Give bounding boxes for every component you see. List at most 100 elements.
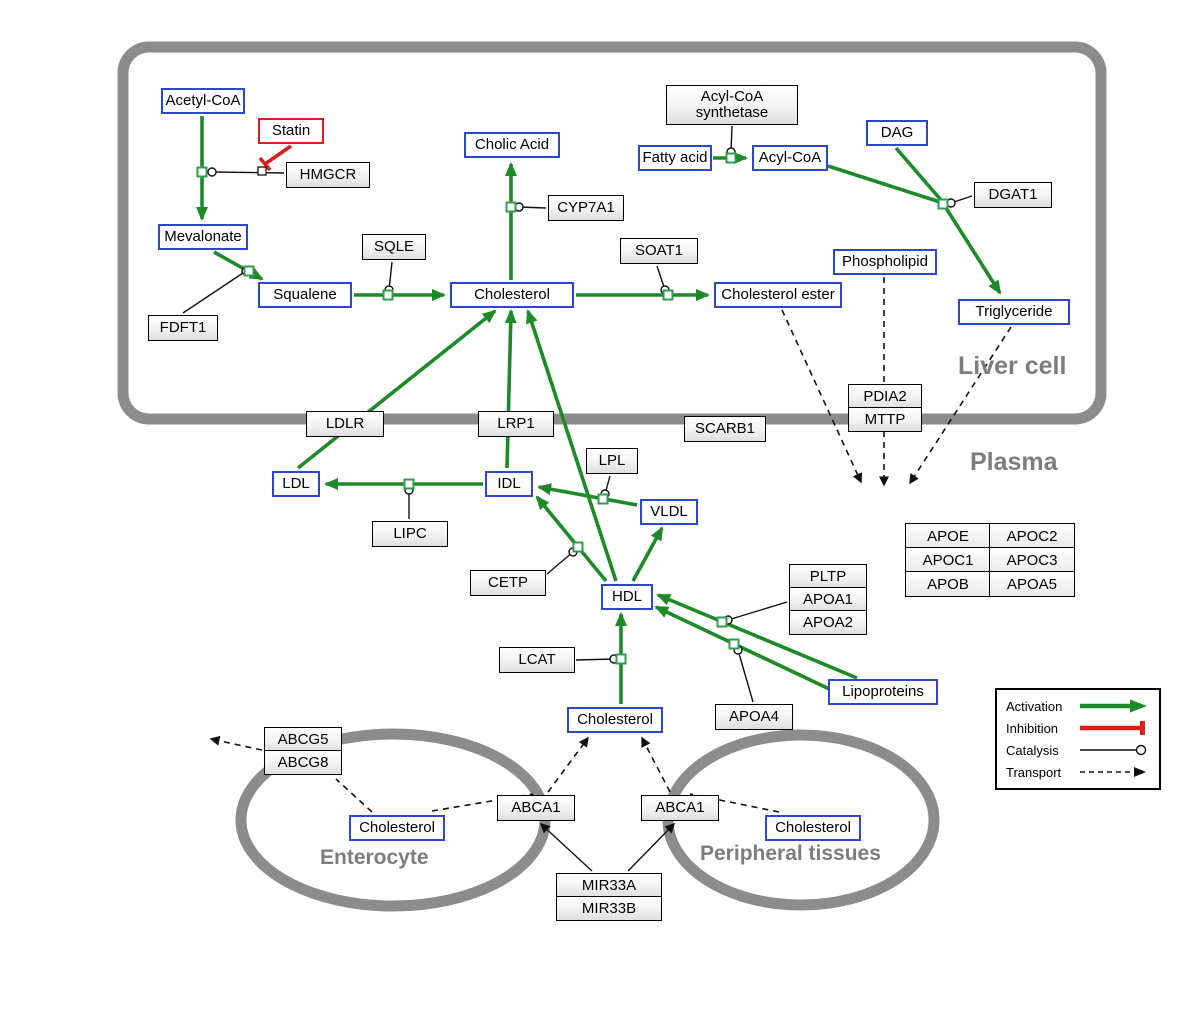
node-mir33b[interactable]: MIR33B bbox=[556, 896, 662, 921]
edge-hdl-cholesterol bbox=[526, 309, 618, 582]
node-acyl-coa[interactable]: Acyl-CoA bbox=[752, 145, 828, 171]
node-cholesterol-plasma[interactable]: Cholesterol bbox=[567, 707, 663, 733]
edge-dag-dgat1node bbox=[894, 146, 943, 202]
node-vldl[interactable]: VLDL bbox=[640, 499, 698, 525]
node-fdft1[interactable]: FDFT1 bbox=[148, 315, 218, 341]
node-lipoproteins[interactable]: Lipoproteins bbox=[828, 679, 938, 705]
apo-table-cell-apoe[interactable]: APOE bbox=[905, 523, 991, 549]
enterocyte-label: Enterocyte bbox=[320, 846, 429, 869]
node-soat1[interactable]: SOAT1 bbox=[620, 238, 698, 264]
transport-edges bbox=[209, 277, 1012, 813]
node-phospholipid[interactable]: Phospholipid bbox=[833, 249, 937, 275]
node-idl[interactable]: IDL bbox=[485, 471, 533, 497]
node-dgat1[interactable]: DGAT1 bbox=[974, 182, 1052, 208]
node-lrp1[interactable]: LRP1 bbox=[478, 411, 554, 437]
activation-symbol bbox=[1080, 699, 1147, 713]
transport-symbol bbox=[1080, 767, 1146, 777]
apo-table-cell-apoa5[interactable]: APOA5 bbox=[989, 571, 1075, 597]
node-apoa1[interactable]: APOA1 bbox=[789, 587, 867, 612]
transport-cholesterol-to-abcg5g8 bbox=[335, 778, 373, 813]
reaction-nodes bbox=[196, 152, 949, 665]
reaction-node-pltp bbox=[716, 616, 728, 628]
apo-table-cell-apoc2[interactable]: APOC2 bbox=[989, 523, 1075, 549]
plasma-label: Plasma bbox=[970, 448, 1058, 476]
node-statin[interactable]: Statin bbox=[258, 118, 324, 144]
catalysis-lpl bbox=[600, 475, 611, 499]
inhibition-symbol bbox=[1080, 721, 1145, 735]
node-ldlr[interactable]: LDLR bbox=[306, 411, 384, 437]
edge-vldl-idl-via-lpl bbox=[537, 483, 638, 507]
transport-abca1-left-to-plasma-cholesterol bbox=[547, 736, 589, 793]
node-triglyceride[interactable]: Triglyceride bbox=[958, 299, 1070, 325]
node-mevalonate[interactable]: Mevalonate bbox=[158, 224, 248, 250]
catalysis-dgat1 bbox=[946, 195, 973, 208]
peripheral-tissues-label: Peripheral tissues bbox=[700, 842, 881, 865]
edge-statin-inhibits-hmgcr bbox=[264, 144, 292, 166]
reaction-node-lcat bbox=[615, 653, 627, 665]
catalysis-cetp bbox=[546, 547, 578, 575]
node-lcat[interactable]: LCAT bbox=[499, 647, 575, 673]
node-abcg5[interactable]: ABCG5 bbox=[264, 727, 342, 752]
node-mttp[interactable]: MTTP bbox=[848, 407, 922, 432]
edge-mir33-abca1-right bbox=[627, 822, 676, 872]
node-pltp[interactable]: PLTP bbox=[789, 564, 867, 589]
node-mir33a[interactable]: MIR33A bbox=[556, 873, 662, 898]
transport-abcg5g8-export bbox=[209, 735, 263, 751]
node-lipc[interactable]: LIPC bbox=[372, 521, 448, 547]
node-scarb1[interactable]: SCARB1 bbox=[684, 416, 766, 442]
reaction-node-fdft1 bbox=[243, 265, 255, 277]
edge-hdl-idl-via-cetp bbox=[535, 495, 608, 583]
node-cholesterol-peripheral[interactable]: Cholesterol bbox=[765, 815, 861, 841]
edge-hdl-vldl bbox=[631, 526, 664, 582]
legend-row-inhibition: Inhibition bbox=[1006, 720, 1150, 736]
catalysis-apoa4 bbox=[733, 645, 754, 703]
node-cholesterol-ester[interactable]: Cholesterol ester bbox=[714, 282, 842, 308]
catalysis-acylcoa-synthetase bbox=[726, 125, 736, 157]
node-cholesterol-liver[interactable]: Cholesterol bbox=[450, 282, 574, 308]
node-hmgcr[interactable]: HMGCR bbox=[286, 162, 370, 188]
node-abcg8[interactable]: ABCG8 bbox=[264, 750, 342, 775]
node-squalene[interactable]: Squalene bbox=[258, 282, 352, 308]
transport-triglyceride-plasma bbox=[909, 326, 1012, 485]
edge-lipoproteins-hdl-lower bbox=[654, 605, 843, 697]
node-pdia2[interactable]: PDIA2 bbox=[848, 384, 922, 409]
catalysis-cyp7a1 bbox=[514, 202, 547, 212]
node-dag[interactable]: DAG bbox=[866, 120, 928, 146]
membranes bbox=[117, 41, 1107, 912]
catalysis-lcat bbox=[575, 654, 619, 664]
node-fatty-acid[interactable]: Fatty acid bbox=[638, 145, 712, 171]
node-sqle[interactable]: SQLE bbox=[362, 234, 426, 260]
node-acyl-coa-synthetase[interactable]: Acyl-CoA synthetase bbox=[666, 85, 798, 125]
node-cyp7a1[interactable]: CYP7A1 bbox=[548, 195, 624, 221]
node-apoa2[interactable]: APOA2 bbox=[789, 610, 867, 635]
node-cholesterol-enterocyte[interactable]: Cholesterol bbox=[349, 815, 445, 841]
node-cholic-acid[interactable]: Cholic Acid bbox=[464, 132, 560, 158]
node-lpl[interactable]: LPL bbox=[586, 448, 638, 474]
node-apoa4[interactable]: APOA4 bbox=[715, 704, 793, 730]
legend-catalysis-label: Catalysis bbox=[1006, 742, 1059, 758]
reaction-node-soat1 bbox=[662, 289, 674, 301]
reaction-node-cetp bbox=[572, 541, 584, 553]
catalysis-soat1 bbox=[656, 265, 670, 295]
node-hdl[interactable]: HDL bbox=[601, 584, 653, 610]
node-abca1-peripheral[interactable]: ABCA1 bbox=[641, 795, 719, 821]
edge-mir33-abca1-left bbox=[539, 822, 593, 872]
edge-idl-cholesterol-via-lrp1 bbox=[504, 309, 517, 469]
apo-table-cell-apob[interactable]: APOB bbox=[905, 571, 991, 597]
activation-edges bbox=[196, 116, 1002, 704]
transport-cholesterolester-plasma bbox=[781, 309, 862, 484]
edge-lipoproteins-hdl-upper bbox=[656, 593, 858, 680]
node-cetp[interactable]: CETP bbox=[470, 570, 546, 596]
legend-inhibition-label: Inhibition bbox=[1006, 720, 1059, 736]
apo-table-cell-apoc1[interactable]: APOC1 bbox=[905, 547, 991, 573]
apo-table-cell-apoc3[interactable]: APOC3 bbox=[989, 547, 1075, 573]
reaction-node-cyp7a1 bbox=[505, 201, 517, 213]
legend-row-transport: Transport bbox=[1006, 764, 1150, 780]
node-ldl[interactable]: LDL bbox=[272, 471, 320, 497]
node-abca1-enterocyte[interactable]: ABCA1 bbox=[497, 795, 575, 821]
edge-ldl-cholesterol-via-ldlr bbox=[296, 309, 497, 470]
node-acetyl-coa[interactable]: Acetyl-CoA bbox=[161, 88, 245, 114]
transport-cholesterol-to-abca1-right bbox=[689, 793, 780, 813]
legend-activation-label: Activation bbox=[1006, 698, 1063, 714]
